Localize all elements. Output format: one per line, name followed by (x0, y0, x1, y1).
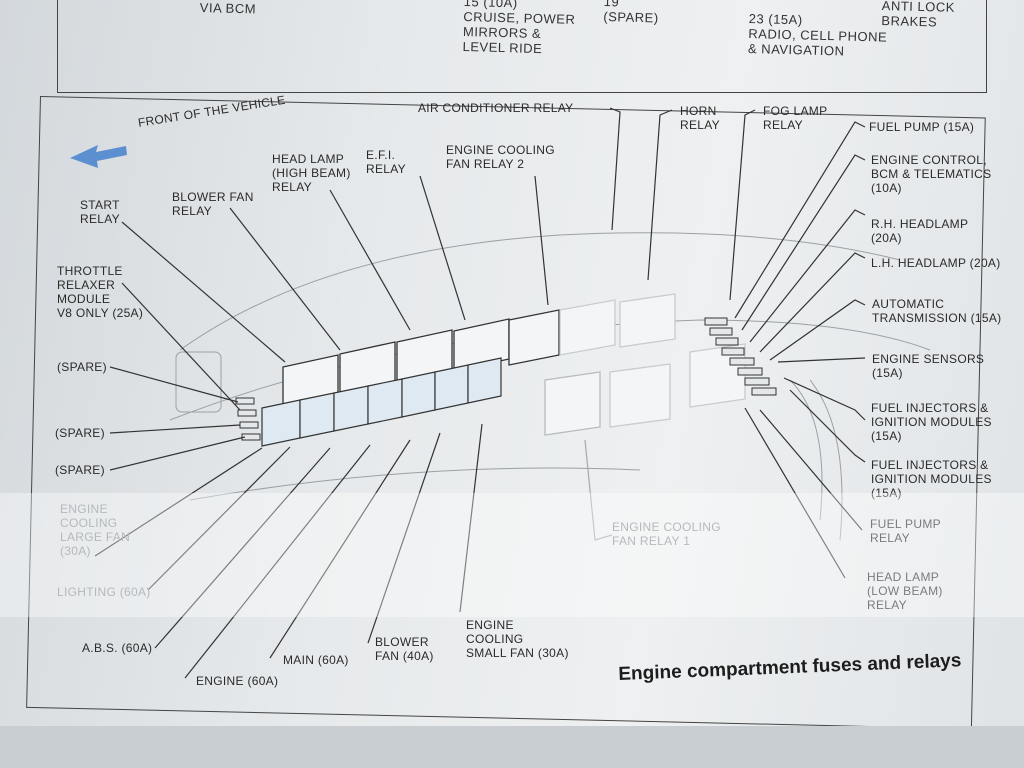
label-cooling-large-fan: ENGINE COOLING LARGE FAN (30A) (60, 502, 131, 558)
label-fuel-injectors-2: FUEL INJECTORS & IGNITION MODULES (15A) (871, 458, 992, 500)
front-arrow-icon (70, 145, 127, 168)
label-efi-relay: E.F.I. RELAY (366, 148, 406, 176)
previous-table-box (57, 0, 987, 93)
label-lh-headlamp: L.H. HEADLAMP (20A) (871, 256, 1001, 270)
label-blower-fan-relay: BLOWER FAN RELAY (172, 190, 254, 218)
mini-fuse-stack (235, 317, 777, 441)
leader-lines (94, 107, 866, 679)
label-spare-2: (SPARE) (55, 426, 105, 440)
watermark-band (0, 493, 1024, 617)
label-ac-relay: AIR CONDITIONER RELAY (418, 101, 574, 115)
label-cooling-small-fan: ENGINE COOLING SMALL FAN (30A) (466, 618, 569, 660)
label-throttle-relaxer: THROTTLE RELAXER MODULE V8 ONLY (25A) (57, 264, 144, 320)
label-lighting: LIGHTING (60A) (57, 585, 151, 599)
label-rh-headlamp: R.H. HEADLAMP (20A) (871, 217, 969, 245)
label-fuel-pump-15a: FUEL PUMP (15A) (869, 120, 975, 134)
label-engine-sensors: ENGINE SENSORS (15A) (872, 352, 985, 380)
label-engine-control: ENGINE CONTROL, BCM & TELEMATICS (10A) (871, 153, 992, 195)
label-spare-3: (SPARE) (55, 463, 105, 477)
label-abs: A.B.S. (60A) (82, 641, 153, 655)
page-bottom-edge (0, 726, 1024, 768)
label-fuel-pump-relay: FUEL PUMP RELAY (870, 517, 941, 545)
label-automatic-transmission: AUTOMATIC TRANSMISSION (15A) (872, 297, 1002, 325)
maxi-fuse-row (261, 357, 502, 447)
label-blower-fan-40a: BLOWER FAN (40A) (375, 635, 434, 663)
label-start-relay: START RELAY (80, 198, 120, 226)
label-fuel-injectors-1: FUEL INJECTORS & IGNITION MODULES (15A) (871, 401, 992, 443)
label-cooling-fan-relay-1: ENGINE COOLING FAN RELAY 1 (612, 520, 721, 548)
label-fog-lamp-relay: FOG LAMP RELAY (763, 104, 828, 132)
label-low-beam-relay: HEAD LAMP (LOW BEAM) RELAY (867, 570, 943, 612)
relay-row (282, 293, 746, 436)
label-spare-1: (SPARE) (57, 360, 107, 374)
label-main-60a: MAIN (60A) (283, 653, 349, 667)
label-high-beam-relay: HEAD LAMP (HIGH BEAM) RELAY (272, 152, 351, 194)
label-engine-60a: ENGINE (60A) (196, 674, 279, 688)
label-horn-relay: HORN RELAY (680, 104, 720, 132)
label-cooling-fan-relay-2: ENGINE COOLING FAN RELAY 2 (446, 143, 555, 171)
